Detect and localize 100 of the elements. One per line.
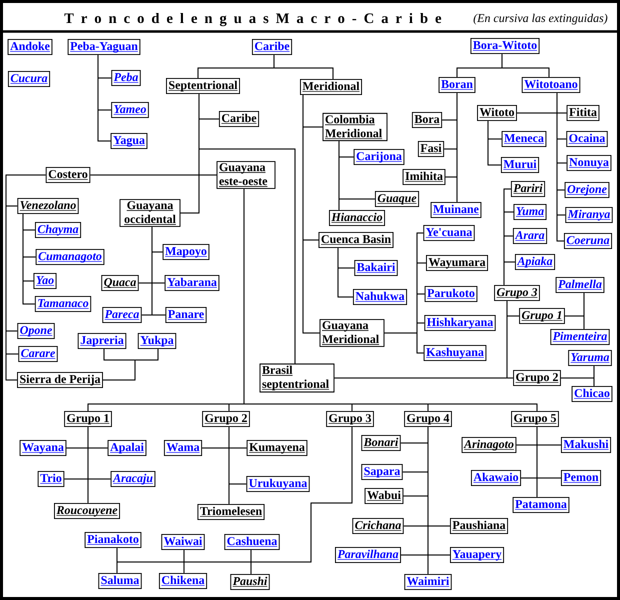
tree-connector <box>416 322 418 334</box>
language-box: Waiwai <box>161 534 205 550</box>
language-box: Pimenteira <box>550 328 610 346</box>
tree-connector <box>6 330 18 332</box>
language-box: Meneca <box>502 130 546 148</box>
language-box: Fasi <box>418 140 444 158</box>
language-box: Ye'cuana <box>423 224 475 242</box>
language-box: Peba <box>111 70 141 86</box>
language-box: Witoto <box>477 104 517 122</box>
language-box: Parukoto <box>424 286 478 302</box>
tree-connector <box>556 138 567 140</box>
tree-connector <box>6 354 18 380</box>
language-box: Saluma <box>98 572 142 590</box>
tree-connector <box>384 332 418 334</box>
tree-connector <box>416 332 424 354</box>
tree-connector <box>556 214 564 242</box>
language-box: Japreria <box>78 332 126 350</box>
tree-connector <box>141 314 152 316</box>
language-box: Costero <box>46 166 90 184</box>
language-box: Urukuyana <box>246 476 310 492</box>
tree-connector <box>456 92 458 120</box>
tree-connector <box>152 282 166 284</box>
language-box: Imihita <box>402 168 446 186</box>
language-box: Paushiana <box>450 518 508 534</box>
tree-connector <box>6 174 46 206</box>
tree-connector <box>22 280 34 282</box>
language-box: Yauapery <box>450 546 504 564</box>
language-box: Bora-Witoto <box>470 38 540 54</box>
language-box: Fitita <box>566 104 600 122</box>
language-box: Bakairi <box>354 260 398 276</box>
tree-connector <box>228 426 230 448</box>
title: T r o n c o d e l e n g u a s M a c r o - C a r i b e <box>64 12 442 26</box>
tree-connector <box>88 478 112 480</box>
tree-connector <box>198 174 218 176</box>
tree-connector <box>556 112 568 114</box>
language-box: Grupo 3 <box>494 284 540 302</box>
language-box: Carare <box>18 346 58 362</box>
language-box: Wayana <box>20 440 66 456</box>
tree-connector <box>428 554 450 556</box>
language-box: Paravilhana <box>335 546 402 564</box>
language-box: Guayana Meridional <box>320 319 384 347</box>
language-box: Yukpa <box>138 332 176 350</box>
tree-connector <box>556 162 568 164</box>
tree-connector <box>502 68 550 78</box>
language-box: Arara <box>512 228 548 244</box>
tree-connector <box>250 550 252 562</box>
language-box: Wayumara <box>426 254 488 272</box>
language-box: Grupo 5 <box>511 410 559 428</box>
tree-connector <box>536 444 562 446</box>
tree-connector <box>302 94 304 128</box>
tree-connector <box>444 148 458 150</box>
language-box: Grupo 2 <box>513 370 561 386</box>
tree-connector <box>90 174 200 176</box>
tree-connector <box>102 360 136 380</box>
tree-connector <box>198 148 296 364</box>
language-box: Apiaka <box>514 254 556 270</box>
language-box: Cucura <box>8 70 50 88</box>
language-box: Mapoyo <box>162 244 210 260</box>
tree-connector <box>198 118 200 150</box>
tree-connector <box>456 68 502 78</box>
tree-connector <box>198 148 200 176</box>
language-box: Arinagoto <box>462 436 516 454</box>
tree-connector <box>134 348 158 360</box>
tree-connector <box>400 442 428 444</box>
tree-connector <box>228 404 230 412</box>
language-box: Cashuena <box>224 534 280 550</box>
tree-connector <box>516 112 558 114</box>
tree-connector <box>116 562 118 574</box>
tree-connector <box>506 300 508 316</box>
tree-connector <box>456 148 458 178</box>
tree-connector <box>198 68 274 78</box>
language-box: Boran <box>438 76 476 94</box>
language-box: Nahukwa <box>352 288 408 306</box>
tree-connector <box>338 156 354 158</box>
tree-connector <box>338 156 340 200</box>
language-box: Aracaju <box>110 470 156 488</box>
language-box: Grupo 1 <box>64 410 112 428</box>
language-box: Guayana este-oeste <box>216 161 276 189</box>
tree-connector <box>338 198 376 200</box>
language-box: Grupo 3 <box>326 410 374 428</box>
language-box: Pariri <box>510 180 546 198</box>
language-box: Colombia Meridional <box>322 112 388 142</box>
tree-connector <box>488 138 502 140</box>
language-box: Yaruma <box>568 350 612 366</box>
language-box: Guayana occidental <box>120 199 180 227</box>
tree-connector <box>22 256 24 282</box>
tree-connector <box>88 404 230 412</box>
language-box: Brasil septentrional <box>260 364 334 392</box>
tree-connector <box>138 282 152 284</box>
tree-connector <box>556 190 558 216</box>
tree-connector <box>444 176 458 178</box>
language-box: Grupo 4 <box>404 410 452 428</box>
tree-connector <box>416 322 425 324</box>
language-box: Wama <box>164 440 202 456</box>
language-box: Waimiri <box>404 574 452 590</box>
language-box: Makushi <box>560 436 612 454</box>
tree-connector <box>152 314 166 316</box>
language-box: Venezolano <box>17 198 79 214</box>
language-box: Quaca <box>101 274 139 292</box>
tree-connector <box>416 262 426 264</box>
